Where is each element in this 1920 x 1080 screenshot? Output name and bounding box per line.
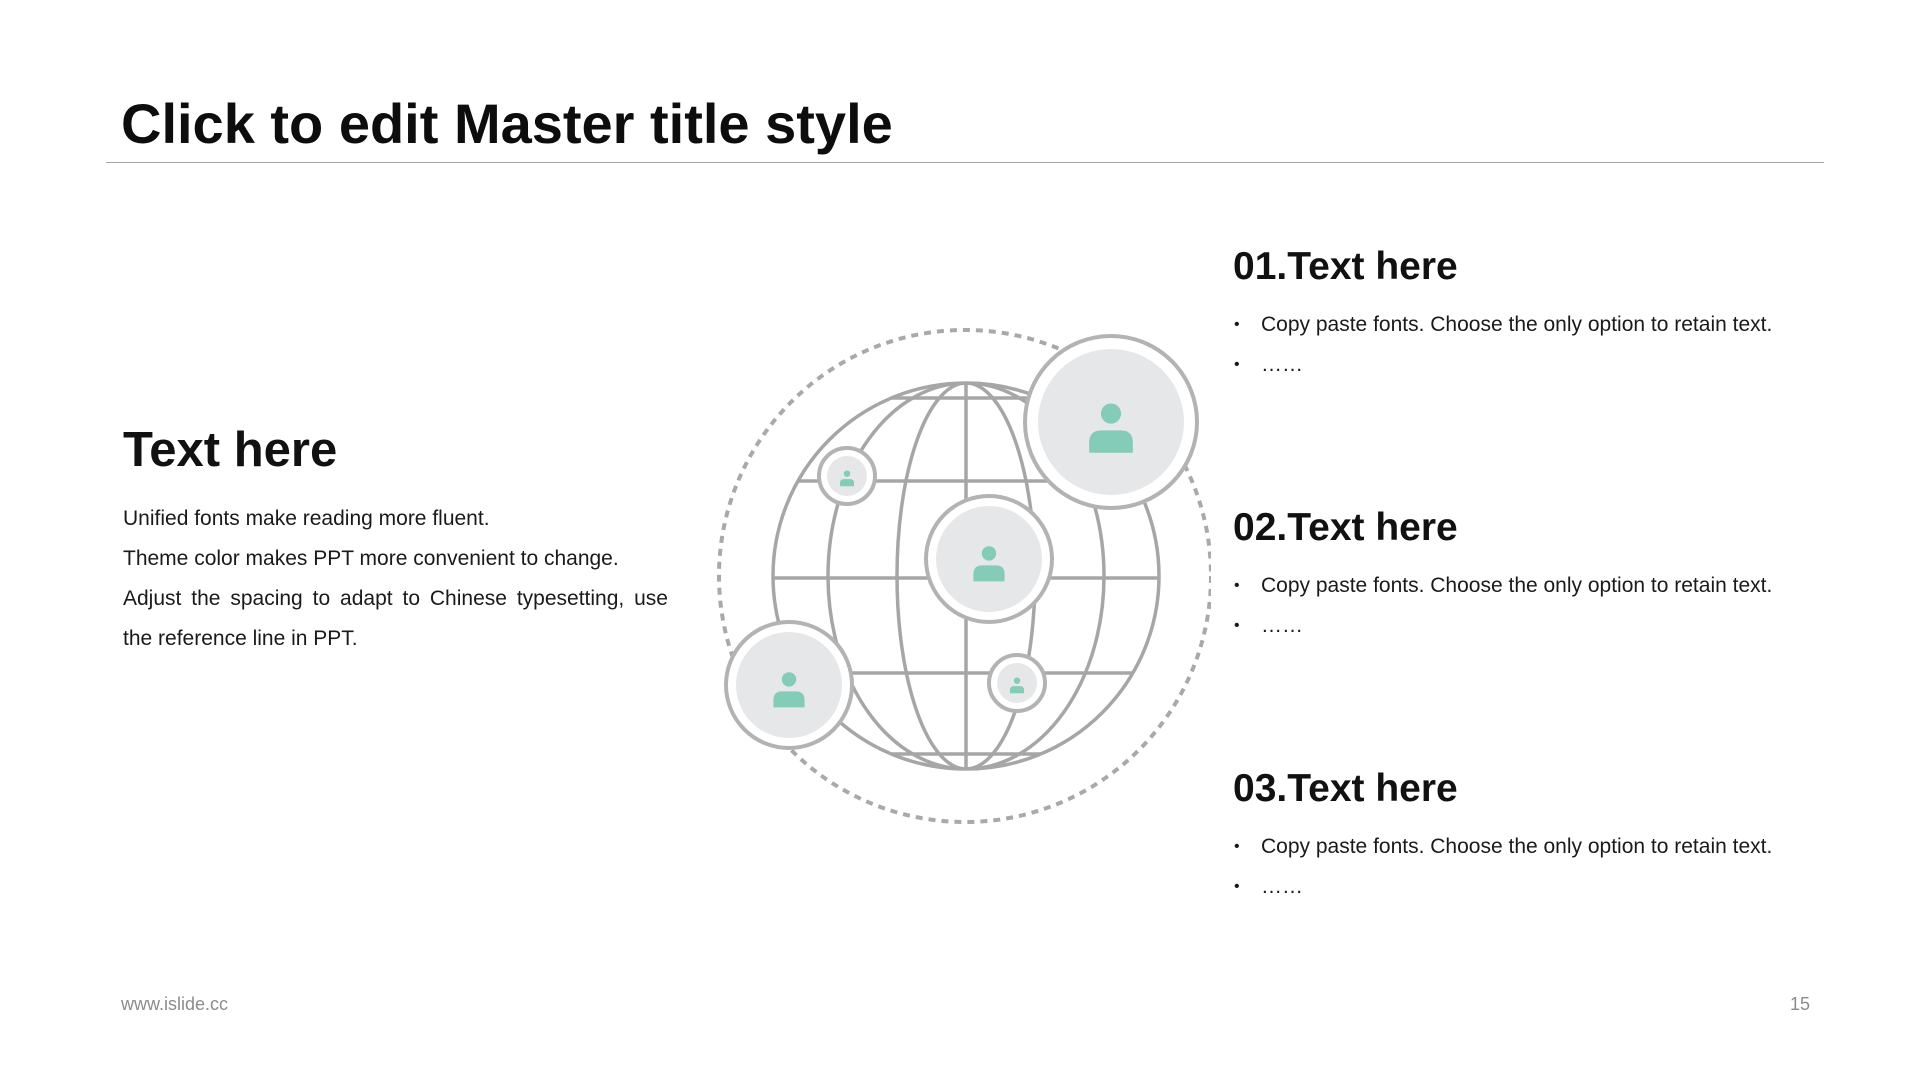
user-node-top-right (1023, 334, 1199, 510)
left-body-line: Unified fonts make reading more fluent. (123, 507, 490, 530)
item-bullet: …… (1233, 867, 1833, 907)
item-bullet-list: Copy paste fonts. Choose the only option… (1233, 827, 1833, 907)
text-item-03: 03.Text here Copy paste fonts. Choose th… (1233, 765, 1833, 907)
item-bullet: …… (1233, 606, 1833, 646)
left-body-line: Theme color makes PPT more convenient to… (123, 547, 619, 570)
user-node-bottom-left (724, 620, 854, 750)
item-bullet: Copy paste fonts. Choose the only option… (1233, 827, 1833, 867)
left-heading: Text here (123, 423, 338, 477)
item-title: 02.Text here (1233, 506, 1458, 549)
left-body-text: Unified fonts make reading more fluent. … (123, 499, 668, 659)
left-body-line: Adjust the spacing to adapt to Chinese t… (123, 587, 668, 610)
footer-url: www.islide.cc (121, 994, 229, 1014)
user-node-center (924, 494, 1054, 624)
item-bullet: …… (1233, 345, 1833, 385)
item-bullet: Copy paste fonts. Choose the only option… (1233, 305, 1833, 345)
text-item-01: 01.Text here Copy paste fonts. Choose th… (1233, 243, 1833, 385)
item-bullet: Copy paste fonts. Choose the only option… (1233, 566, 1833, 606)
item-title: 03.Text here (1233, 767, 1458, 810)
dashed-orbit (717, 328, 1211, 824)
title-divider (106, 162, 1824, 163)
user-node-small-left (817, 446, 877, 506)
network-globe-graphic (716, 326, 1211, 826)
item-bullet-list: Copy paste fonts. Choose the only option… (1233, 566, 1833, 646)
user-node-small-right (987, 653, 1047, 713)
page-number: 15 (1789, 994, 1810, 1014)
item-title: 01.Text here (1233, 245, 1458, 288)
text-item-02: 02.Text here Copy paste fonts. Choose th… (1233, 504, 1833, 646)
item-bullet-list: Copy paste fonts. Choose the only option… (1233, 305, 1833, 385)
left-body-line: the reference line in PPT. (123, 627, 358, 650)
slide-title: Click to edit Master title style (121, 92, 893, 155)
